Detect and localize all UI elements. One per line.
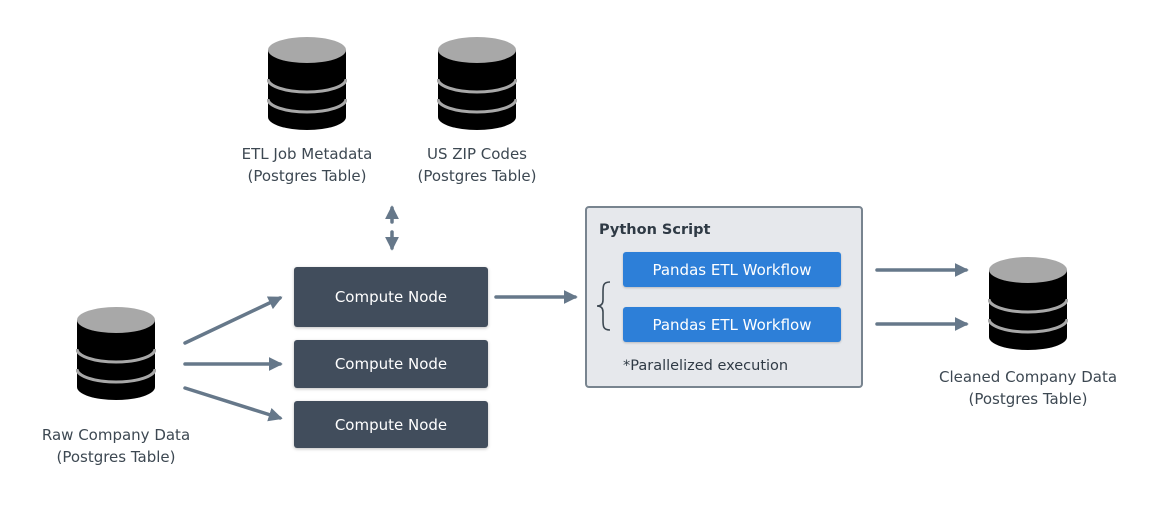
database-icon — [76, 307, 156, 400]
compute-node-label: Compute Node — [334, 288, 448, 306]
database-icon — [437, 37, 517, 130]
db-type: (Postgres Table) — [247, 167, 367, 185]
database-us-zip-codes — [437, 37, 517, 131]
arrow-raw-to-node-3 — [183, 386, 283, 422]
pandas-etl-workflow-2: Pandas ETL Workflow — [623, 307, 841, 342]
workflow-label: Pandas ETL Workflow — [652, 315, 812, 334]
db-name: Raw Company Data — [41, 426, 191, 444]
brace-icon — [596, 281, 611, 331]
database-icon — [267, 37, 347, 130]
arrow-raw-to-node-1 — [183, 296, 283, 345]
database-raw-company-data — [76, 307, 156, 401]
pandas-etl-workflow-1: Pandas ETL Workflow — [623, 252, 841, 287]
database-cleaned-company-data — [988, 257, 1068, 351]
label-etl-job-metadata: ETL Job Metadata (Postgres Table) — [242, 143, 373, 187]
compute-node-1: Compute Node — [294, 267, 488, 327]
database-etl-job-metadata — [267, 37, 347, 131]
parallelized-note: *Parallelized execution — [623, 358, 789, 374]
database-icon — [988, 257, 1068, 350]
label-us-zip-codes: US ZIP Codes (Postgres Table) — [417, 143, 536, 187]
db-type: (Postgres Table) — [968, 390, 1088, 408]
compute-node-label: Compute Node — [334, 415, 448, 434]
workflow-label: Pandas ETL Workflow — [652, 260, 812, 279]
label-raw-company-data: Raw Company Data (Postgres Table) — [42, 424, 190, 468]
compute-node-label: Compute Node — [334, 355, 448, 373]
python-script-container: Python Script Pandas ETL Workflow Pandas… — [585, 206, 863, 388]
db-name: ETL Job Metadata — [241, 145, 373, 163]
db-type: (Postgres Table) — [56, 448, 176, 466]
label-cleaned-company-data: Cleaned Company Data (Postgres Table) — [939, 366, 1117, 410]
compute-node-2: Compute Node — [294, 340, 488, 388]
db-name: US ZIP Codes — [427, 145, 527, 163]
python-script-title: Python Script — [599, 222, 711, 238]
compute-node-3: Compute Node — [294, 401, 488, 448]
db-name: Cleaned Company Data — [938, 368, 1118, 386]
db-type: (Postgres Table) — [417, 167, 537, 185]
